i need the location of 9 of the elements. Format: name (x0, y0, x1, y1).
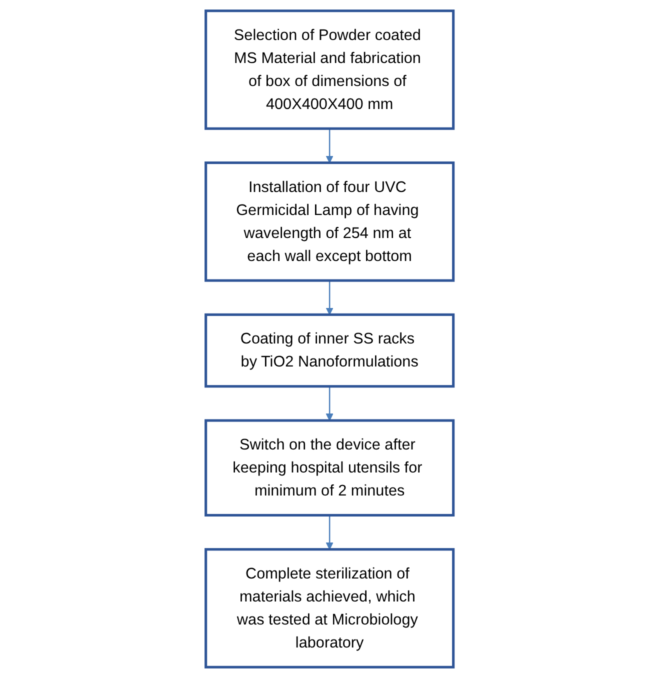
arrow (326, 280, 334, 314)
node-box: Coating of inner SS racks by TiO2 Nanoformulations (204, 312, 456, 388)
arrow (326, 514, 334, 550)
node-box: Installation of four UVC Germicidal Lamp of having wavelength of 254 nm at each wall except bottom (204, 160, 456, 282)
node-box: Complete sterilization of materials achieved, which was tested at Microbiology laboratory (204, 548, 456, 668)
node-box: Selection of Powder coated MS Material and fabrication of box of dimensions of 400X400X400 mm (204, 9, 456, 130)
arrow (326, 128, 334, 163)
arrow (326, 386, 334, 420)
node-box: Switch on the device after keeping hospital utensils for minimum of 2 minutes (204, 418, 456, 516)
